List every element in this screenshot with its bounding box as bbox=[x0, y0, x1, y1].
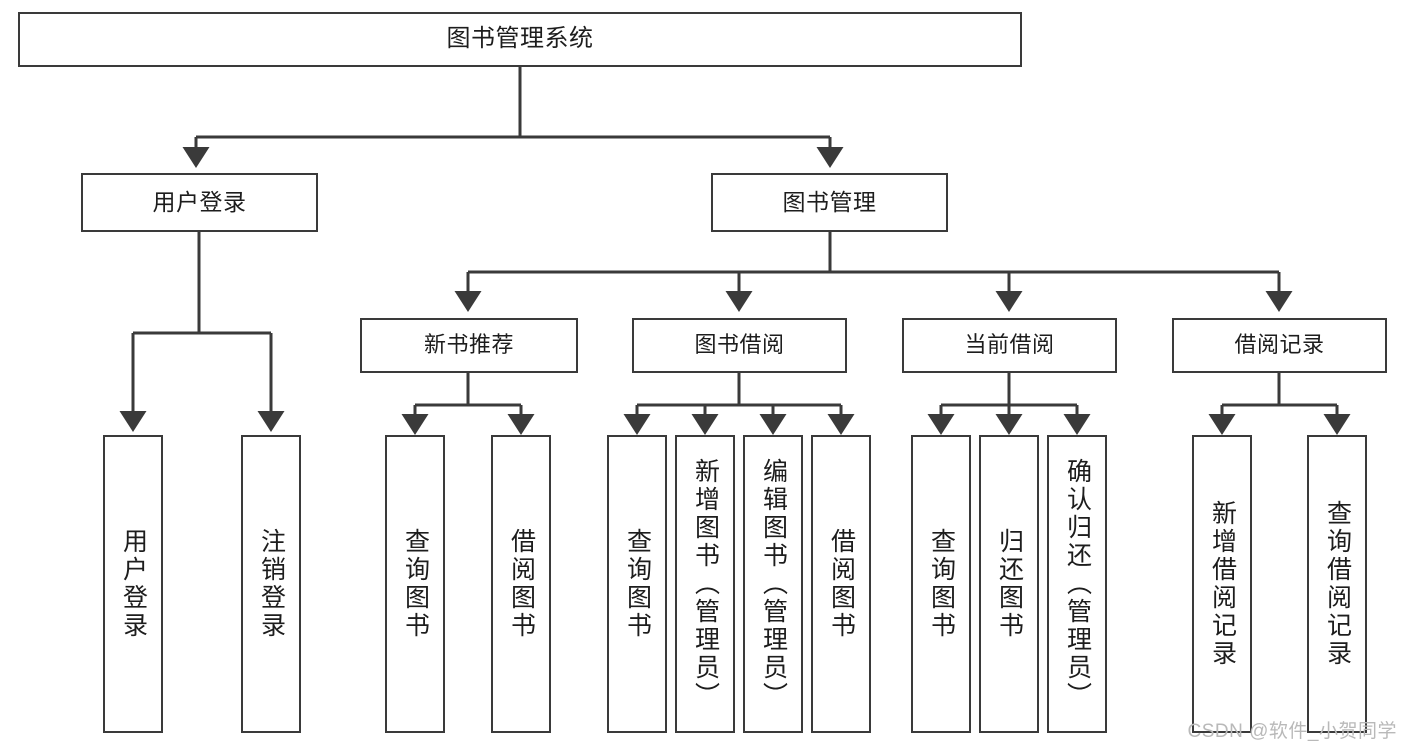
node-label: 查询图书 bbox=[623, 528, 652, 640]
csdn-watermark: CSDN @软件_小贺同学 bbox=[1187, 721, 1397, 742]
node-leaf-current-confirm-return-admin[interactable]: 确认归还（管理员） bbox=[1047, 435, 1107, 733]
node-label: 查询图书 bbox=[927, 528, 956, 640]
node-label: 借阅记录 bbox=[1234, 332, 1325, 358]
node-label: 图书管理系统 bbox=[446, 25, 594, 53]
node-leaf-record-query-borrow-record[interactable]: 查询借阅记录 bbox=[1307, 435, 1367, 733]
node-new-book-recommend[interactable]: 新书推荐 bbox=[360, 318, 578, 373]
node-leaf-current-query-book[interactable]: 查询图书 bbox=[911, 435, 971, 733]
node-leaf-recommend-query-book[interactable]: 查询图书 bbox=[385, 435, 445, 733]
node-leaf-logout[interactable]: 注销登录 bbox=[241, 435, 301, 733]
node-borrow-record[interactable]: 借阅记录 bbox=[1172, 318, 1387, 373]
node-label: 查询借阅记录 bbox=[1323, 500, 1352, 668]
node-label: 确认归还（管理员） bbox=[1063, 458, 1092, 710]
node-label: 借阅图书 bbox=[827, 528, 856, 640]
node-label: 图书借阅 bbox=[694, 332, 785, 358]
node-label: 新增借阅记录 bbox=[1208, 500, 1237, 668]
node-user-login[interactable]: 用户登录 bbox=[81, 173, 318, 232]
node-leaf-borrow-query-book[interactable]: 查询图书 bbox=[607, 435, 667, 733]
node-leaf-user-login[interactable]: 用户登录 bbox=[103, 435, 163, 733]
node-book-borrow[interactable]: 图书借阅 bbox=[632, 318, 847, 373]
node-label: 编辑图书（管理员） bbox=[759, 458, 788, 710]
node-leaf-current-return-book[interactable]: 归还图书 bbox=[979, 435, 1039, 733]
node-label: 归还图书 bbox=[995, 528, 1024, 640]
node-book-management[interactable]: 图书管理 bbox=[711, 173, 948, 232]
node-label: 图书管理 bbox=[782, 188, 877, 215]
node-label: 注销登录 bbox=[257, 528, 286, 640]
node-label: 新增图书（管理员） bbox=[691, 458, 720, 710]
node-label: 当前借阅 bbox=[964, 332, 1055, 358]
node-current-borrow[interactable]: 当前借阅 bbox=[902, 318, 1117, 373]
node-label: 借阅图书 bbox=[507, 528, 536, 640]
node-leaf-borrow-edit-book-admin[interactable]: 编辑图书（管理员） bbox=[743, 435, 803, 733]
node-leaf-recommend-borrow-book[interactable]: 借阅图书 bbox=[491, 435, 551, 733]
node-leaf-borrow-add-book-admin[interactable]: 新增图书（管理员） bbox=[675, 435, 735, 733]
node-label: 用户登录 bbox=[152, 188, 247, 215]
node-root-book-management-system[interactable]: 图书管理系统 bbox=[18, 12, 1022, 67]
node-leaf-borrow-borrow-book[interactable]: 借阅图书 bbox=[811, 435, 871, 733]
node-label: 查询图书 bbox=[401, 528, 430, 640]
node-leaf-record-add-borrow-record[interactable]: 新增借阅记录 bbox=[1192, 435, 1252, 733]
node-label: 用户登录 bbox=[119, 528, 148, 640]
node-label: 新书推荐 bbox=[423, 332, 514, 358]
